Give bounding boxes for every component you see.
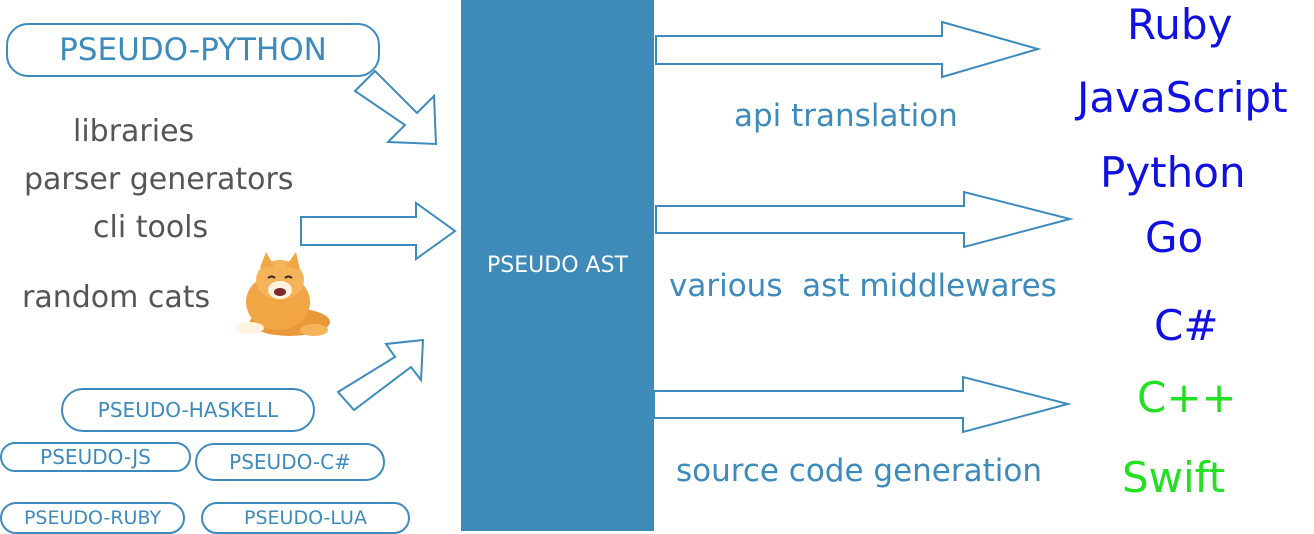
pseudo-lua-label: PSEUDO-LUA	[244, 507, 367, 529]
pseudo-csharp-label: PSEUDO-C#	[229, 450, 351, 474]
arrow-api-translation	[655, 20, 1042, 79]
ast-middlewares-label: various ast middlewares	[669, 268, 1057, 304]
arrow-sources-to-ast	[336, 338, 425, 412]
pseudo-lua-pill: PSEUDO-LUA	[201, 502, 410, 534]
random-cats-label: random cats	[22, 280, 211, 315]
pseudo-ast-label: PSEUDO AST	[487, 253, 628, 278]
cli-tools-label: cli tools	[93, 210, 209, 245]
cat-image	[236, 252, 330, 336]
target-go: Go	[1145, 213, 1204, 262]
pseudo-haskell-label: PSEUDO-HASKELL	[97, 398, 279, 422]
arrow-code-generation	[653, 375, 1072, 434]
source-code-generation-label: source code generation	[676, 453, 1043, 489]
parser-generators-label: parser generators	[24, 162, 294, 197]
pseudo-js-label: PSEUDO-JS	[40, 445, 151, 469]
pseudo-ast-box: PSEUDO AST	[461, 0, 654, 531]
target-cpp: C++	[1137, 373, 1237, 422]
target-javascript: JavaScript	[1077, 73, 1288, 122]
target-swift: Swift	[1122, 453, 1226, 502]
arrow-libraries-to-ast	[300, 201, 457, 261]
target-ruby: Ruby	[1127, 0, 1233, 49]
pseudo-haskell-pill: PSEUDO-HASKELL	[61, 388, 315, 432]
pseudo-python-label: PSEUDO-PYTHON	[59, 32, 327, 68]
target-csharp: C#	[1154, 301, 1219, 350]
pseudo-python-pill: PSEUDO-PYTHON	[6, 23, 380, 77]
arrow-ast-middlewares	[655, 190, 1074, 249]
target-python: Python	[1100, 148, 1246, 197]
api-translation-label: api translation	[734, 98, 958, 134]
libraries-label: libraries	[73, 114, 195, 149]
pseudo-ruby-label: PSEUDO-RUBY	[23, 507, 162, 529]
arrow-pseudo-python-to-ast	[353, 69, 438, 146]
pseudo-csharp-pill: PSEUDO-C#	[195, 443, 385, 481]
pseudo-js-pill: PSEUDO-JS	[0, 442, 191, 472]
